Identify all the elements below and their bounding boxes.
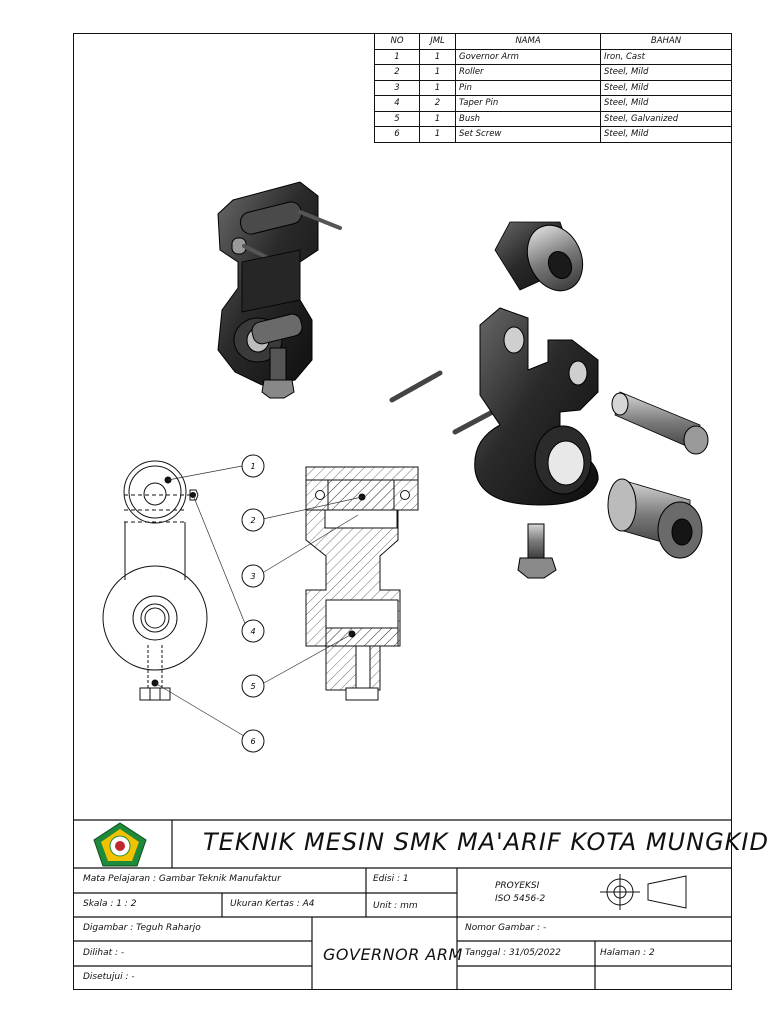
approved-field: Disetujui : -: [83, 972, 135, 982]
subject-field: Mata Pelajaran : Gambar Teknik Manufaktu…: [83, 874, 281, 884]
balloon-label: 3: [250, 572, 255, 581]
balloon-4: 4: [241, 619, 265, 643]
drawing-number-field: Nomor Gambar : -: [465, 923, 547, 933]
bom-material: Steel, Mild: [600, 126, 732, 143]
checked-field: Dilihat : -: [83, 948, 125, 958]
bom-name: Set Screw: [455, 126, 601, 143]
balloon-2: 2: [241, 508, 265, 532]
front-view: [102, 460, 208, 701]
projection-standard: ISO 5456-2: [495, 894, 546, 904]
isometric-section-assembly: [217, 181, 342, 399]
balloon-label: 2: [250, 516, 255, 525]
balloon-5: 5: [241, 674, 265, 698]
bom-qty: 1: [419, 126, 456, 143]
paper-size-field: Ukuran Kertas : A4: [230, 899, 315, 909]
balloon-label: 4: [250, 627, 255, 636]
projection-label: PROYEKSI: [495, 881, 540, 891]
bom-row: 4 2 Taper Pin Steel, Mild: [374, 95, 732, 112]
leader-lines: [154, 465, 363, 737]
page-field: Halaman : 2: [600, 948, 655, 958]
school-logo-icon: [93, 822, 147, 867]
school-title: TEKNIK MESIN SMK MA'ARIF KOTA MUNGKID: [203, 828, 768, 856]
bom-header-row: NO JML NAMA BAHAN: [374, 33, 732, 50]
balloon-label: 5: [250, 682, 255, 691]
bom-row: 6 1 Set Screw Steel, Mild: [374, 126, 732, 143]
projection-symbol-icon: [600, 874, 687, 910]
bom-row: 1 1 Governor Arm Iron, Cast: [374, 48, 732, 65]
bom-row: 5 1 Bush Steel, Galvanized: [374, 110, 732, 127]
balloon-label: 1: [250, 462, 255, 471]
drawn-by-field: Digambar : Teguh Raharjo: [83, 923, 201, 933]
balloon-label: 6: [250, 737, 255, 746]
date-field: Tanggal : 31/05/2022: [465, 948, 561, 958]
bill-of-materials-table: NO JML NAMA BAHAN 1 1 Governor Arm Iron,…: [374, 33, 732, 143]
exploded-isometric-parts: [389, 221, 709, 579]
unit-field: Unit : mm: [373, 901, 418, 911]
edition-field: Edisi : 1: [373, 874, 409, 884]
balloon-6: 6: [241, 729, 265, 753]
section-view: [305, 466, 419, 701]
balloon-1: 1: [241, 454, 265, 478]
part-name-title: GOVERNOR ARM: [323, 945, 463, 964]
scale-field: Skala : 1 : 2: [83, 899, 137, 909]
balloon-3: 3: [241, 564, 265, 588]
bom-row: 3 1 Pin Steel, Mild: [374, 79, 732, 96]
part-balloons: 1 2 3 4 5 6: [241, 454, 265, 753]
technical-drawing: 1 2 3 4 5 6: [102, 181, 709, 753]
